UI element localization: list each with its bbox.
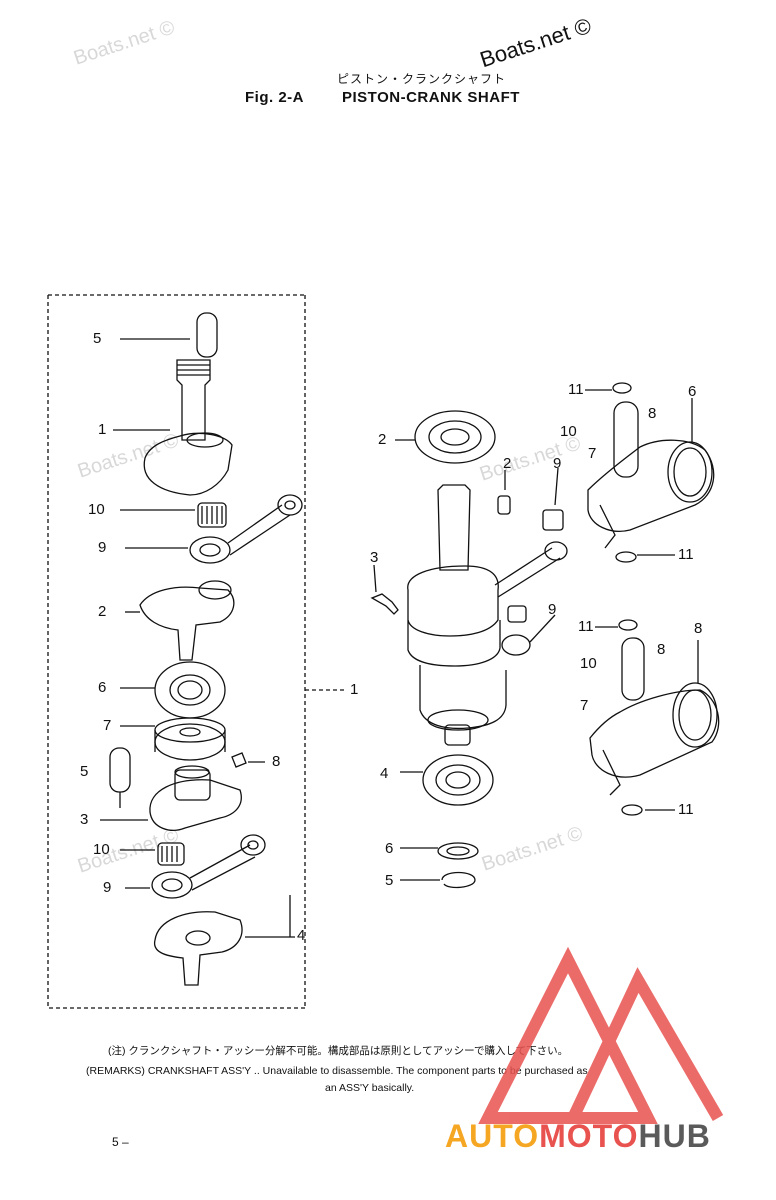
con-rod-lower <box>151 871 193 899</box>
callout-left-9-low: 9 <box>103 879 112 896</box>
callout-right-11-d: 11 <box>678 801 694 818</box>
callout-right-11-b: 11 <box>678 546 694 563</box>
callout-left-10-low: 10 <box>93 841 110 858</box>
upper-shaft <box>176 359 211 441</box>
callout-right-6-a: 6 <box>688 383 697 400</box>
callout-right-6-b: 6 <box>385 840 394 857</box>
figure-number: Fig. 2-A <box>245 89 304 106</box>
clip-bottom <box>621 804 643 816</box>
automotohub-logo-text: AUTOMOTOHUB <box>445 1118 711 1155</box>
callout-assembly-1: 1 <box>350 681 359 698</box>
remarks-japanese: (注) クランクシャフト・アッシー分解不可能。構成部品は原則としてアッシーで購入… <box>108 1045 569 1057</box>
clip-mid <box>618 619 638 631</box>
callout-right-8-c: 8 <box>657 641 666 658</box>
con-rod-big-end <box>189 536 231 564</box>
key-right <box>497 495 511 515</box>
clip-upper-low <box>615 551 637 563</box>
callout-right-2-bearing: 2 <box>378 431 387 448</box>
callout-right-11-c: 11 <box>578 618 594 635</box>
callout-left-9-top: 9 <box>98 539 107 556</box>
clip-top <box>612 382 632 394</box>
crank-pin <box>196 312 218 358</box>
callout-right-7-b: 7 <box>580 697 589 714</box>
bolt <box>370 593 399 615</box>
assembly-boundary <box>47 294 306 1009</box>
callout-left-4: 4 <box>297 927 306 944</box>
remarks-english-line1: (REMARKS) CRANKSHAFT ASS'Y .. Unavailabl… <box>86 1065 588 1077</box>
ball-bearing <box>154 661 226 719</box>
callout-left-8: 8 <box>272 753 281 770</box>
callout-right-9-b: 9 <box>548 601 557 618</box>
middle-web <box>149 779 242 831</box>
remarks-english-line2: an ASS'Y basically. <box>325 1082 415 1094</box>
upper-web <box>143 432 233 496</box>
piston-pin-upper <box>613 401 639 478</box>
key <box>231 752 247 768</box>
callout-right-2-key: 2 <box>503 455 512 472</box>
callout-left-10-top: 10 <box>88 501 105 518</box>
callout-left-5-top: 5 <box>93 330 102 347</box>
crank-web <box>139 586 235 661</box>
logo-hub: HUB <box>638 1118 711 1154</box>
callout-left-7: 7 <box>103 717 112 734</box>
callout-right-11-a: 11 <box>568 381 584 398</box>
washer <box>437 842 479 860</box>
crankshaft-taper <box>437 484 471 571</box>
japanese-title: ピストン・クランクシャフト <box>337 72 507 86</box>
page-title: PISTON-CRANK SHAFT <box>342 89 520 106</box>
callout-left-3: 3 <box>80 811 89 828</box>
callout-right-8-b: 8 <box>694 620 703 637</box>
callout-right-7-a: 7 <box>588 445 597 462</box>
callout-right-10-a: 10 <box>560 423 577 440</box>
needle-bearing-lower <box>157 842 185 866</box>
circlip <box>441 871 476 889</box>
callout-left-5-low: 5 <box>80 763 89 780</box>
lower-web <box>153 911 243 986</box>
callout-right-9-a: 9 <box>553 455 562 472</box>
logo-auto: AUTO <box>445 1118 540 1154</box>
logo-moto: MOTO <box>539 1118 639 1154</box>
callout-left-1: 1 <box>98 421 107 438</box>
piston-lower <box>589 689 720 778</box>
crankshaft-web-upper <box>407 565 499 637</box>
callout-right-8-a: 8 <box>648 405 657 422</box>
ball-bearing-top <box>414 410 496 464</box>
ball-bearing-bottom <box>422 754 494 806</box>
callout-right-5: 5 <box>385 872 394 889</box>
callout-right-3: 3 <box>370 549 379 566</box>
callout-right-4: 4 <box>380 765 389 782</box>
crank-pin-lower <box>109 747 131 793</box>
piston-pin-lower <box>621 637 645 701</box>
needle-bearing <box>197 502 227 528</box>
page-number: 5 – <box>112 1135 129 1149</box>
callout-left-2: 2 <box>98 603 107 620</box>
callout-left-6: 6 <box>98 679 107 696</box>
automotohub-logo-mark <box>478 946 724 1124</box>
callout-right-10-b: 10 <box>580 655 597 672</box>
nut-upper <box>542 509 564 531</box>
nut-lower <box>507 605 527 623</box>
